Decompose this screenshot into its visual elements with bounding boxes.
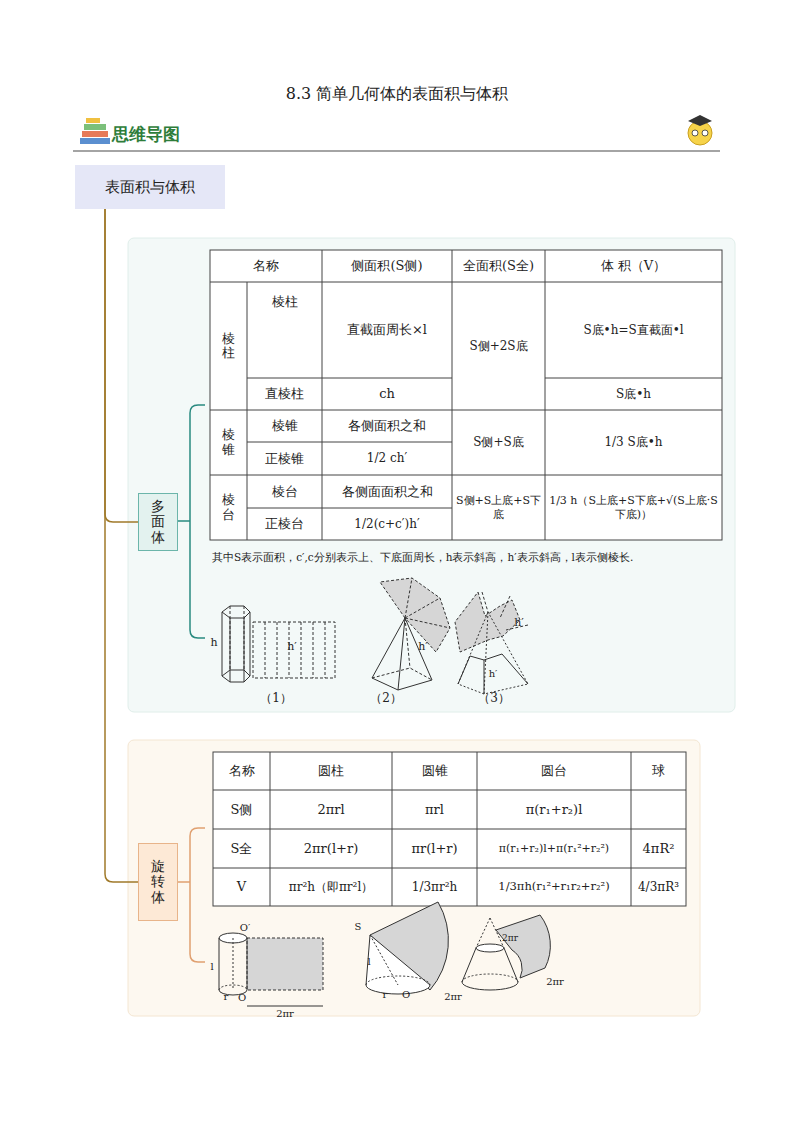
figure-label: 2πr xyxy=(270,1007,300,1020)
frustum-figure xyxy=(455,592,528,694)
table-cell: 侧面积(S侧) xyxy=(322,250,452,282)
table-cell: S侧+2S底 xyxy=(452,282,545,410)
table-cell: 4πR² xyxy=(631,829,686,868)
header-rule xyxy=(73,150,720,151)
figure-label: 2πr xyxy=(495,932,525,944)
polyhedron-panel xyxy=(128,238,735,712)
table-cell: S侧+S底 xyxy=(452,410,545,475)
figure-label: h′ xyxy=(484,667,502,681)
table-cell: S全 xyxy=(213,829,270,868)
node-text: 多面体 xyxy=(151,499,165,545)
figure-label: l xyxy=(364,955,374,968)
table-cell: S侧+S上底+S下底 xyxy=(452,475,545,540)
branch-box: 旋转体 xyxy=(138,843,178,921)
branch-box: 多面体 xyxy=(138,493,178,551)
prism-figure xyxy=(222,606,335,682)
figure-label: O xyxy=(400,988,412,1001)
figure-label: （1） xyxy=(256,690,296,706)
table-cell: 圆锥 xyxy=(392,752,477,790)
table-cell: 直棱柱 xyxy=(247,378,322,410)
table-cell: S底•h=S直截面•l xyxy=(545,282,722,378)
figure-label: （3） xyxy=(474,690,514,706)
tree-connector xyxy=(105,209,138,882)
table-cell: 全面积(S全) xyxy=(452,250,545,282)
bracket xyxy=(178,405,205,638)
revolution-panel xyxy=(128,740,700,1016)
figure-label: 2πr xyxy=(540,975,570,988)
table-cell: 体 积（V） xyxy=(545,250,722,282)
table-cell: πr(l+r) xyxy=(392,829,477,868)
table-cell: 正棱台 xyxy=(247,508,322,540)
node-text: 旋转体 xyxy=(151,859,165,905)
table-cell: 直截面周长×l xyxy=(322,282,452,378)
section-heading: 思维导图 xyxy=(112,118,232,150)
table-cell: 圆柱 xyxy=(270,752,392,790)
figure-label: r xyxy=(380,988,390,1001)
table-cell: 球 xyxy=(631,752,686,790)
table-cell: 正棱锥 xyxy=(247,442,322,475)
table-grid xyxy=(210,250,722,540)
table-cell: 名称 xyxy=(210,250,322,282)
table-cell: πr²h（即πr²l） xyxy=(270,868,392,906)
table-cell: 1/2(c+c′)h′ xyxy=(322,508,452,540)
table-note: 其中S表示面积，c′,c分别表示上、下底面周长，h表示斜高，h′表示斜高，l表示… xyxy=(212,542,724,572)
cylinder-figure xyxy=(219,933,323,1006)
figure-label: O xyxy=(236,991,248,1004)
table-cell: ch xyxy=(322,378,452,410)
figure-label: O′ xyxy=(236,921,254,934)
table-cell: 棱台 xyxy=(247,475,322,508)
table-cell: 棱柱 xyxy=(210,282,247,410)
table-cell: 各侧面积之和 xyxy=(322,410,452,442)
table-cell: 名称 xyxy=(213,752,270,790)
table-cell: πrl xyxy=(392,790,477,829)
table-cell: V xyxy=(213,868,270,906)
root-box: 表面积与体积 xyxy=(75,165,225,209)
table-cell: 圆台 xyxy=(477,752,631,790)
figure-label: h xyxy=(209,636,219,650)
cone-figure xyxy=(366,902,448,994)
table-cell: 棱台 xyxy=(210,475,247,540)
figure-label: h′ xyxy=(510,616,528,630)
bracket xyxy=(178,828,205,962)
table-cell: 1/3 S底•h xyxy=(545,410,722,475)
table-cell: 2πrl xyxy=(270,790,392,829)
table-cell: 1/3 h（S上底+S下底+√(S上底·S下底)） xyxy=(545,475,722,540)
books-icon xyxy=(80,118,110,144)
figure-label: （2） xyxy=(366,690,406,706)
figure-label: 2πr xyxy=(438,990,468,1003)
table-cell: 4/3πR³ xyxy=(631,868,686,906)
figure-label: S xyxy=(352,920,364,933)
pyramid-figure xyxy=(372,578,450,690)
node-text: 表面积与体积 xyxy=(105,178,195,197)
table-cell: 棱柱 xyxy=(247,282,322,322)
table-cell: 1/2 ch′ xyxy=(322,442,452,475)
figure-label: h′ xyxy=(414,640,432,654)
owl-icon xyxy=(688,115,712,145)
tree-connector xyxy=(105,209,138,522)
table-grid xyxy=(213,752,686,906)
cone-frustum-figure xyxy=(462,915,550,990)
table-cell: π(r₁+r₂)l+π(r₁²+r₂²) xyxy=(477,829,631,868)
figure-label: r xyxy=(221,990,231,1003)
page-title: 8.3 简单几何体的表面积与体积 xyxy=(0,84,794,105)
table-cell: 1/3πr²h xyxy=(392,868,477,906)
table-cell: 各侧面面积之和 xyxy=(322,475,452,508)
table-cell: 棱锥 xyxy=(210,410,247,475)
table-cell: 1/3πh(r₁²+r₁r₂+r₂²) xyxy=(477,868,631,906)
figure-label: l xyxy=(207,960,217,973)
figure-label: h′ xyxy=(284,640,300,654)
table-cell: S侧 xyxy=(213,790,270,829)
table-cell: S底•h xyxy=(545,378,722,410)
table-cell: π(r₁+r₂)l xyxy=(477,790,631,829)
table-cell: 棱锥 xyxy=(247,410,322,442)
table-cell: 2πr(l+r) xyxy=(270,829,392,868)
